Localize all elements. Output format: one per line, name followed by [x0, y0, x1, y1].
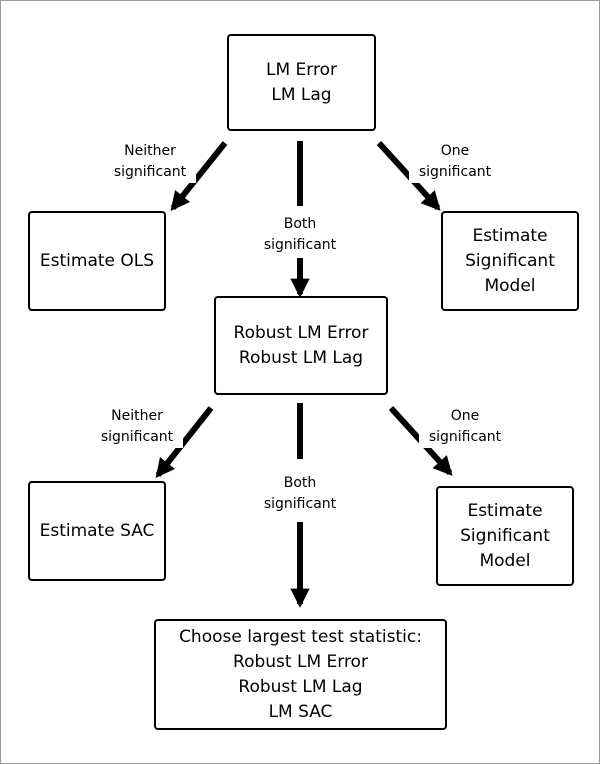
edge-label-start-one: One significant — [409, 141, 501, 183]
choose-statistic-line-3: Robust LM Lag — [238, 676, 363, 697]
robust-tests-line-1: Robust LM Error — [233, 322, 369, 343]
significant-model-1-line-3: Model — [484, 275, 536, 296]
choose-statistic-box: Choose largest test statistic: Robust LM… — [154, 619, 447, 730]
edge-label-text: significant — [100, 429, 174, 445]
edge-label-start-both: Both significant — [252, 214, 348, 256]
edge-label-text: significant — [263, 237, 337, 253]
edge-label-text: Neither — [111, 408, 163, 424]
choose-statistic-line-2: Robust LM Error — [233, 651, 368, 672]
lm-tests-line-1: LM Error — [266, 59, 337, 80]
edge-label-text: significant — [428, 429, 502, 445]
significant-model-box-2: Estimate Significant Model — [436, 486, 574, 586]
edge-label-text: One — [440, 143, 470, 159]
edge-label-text: Neither — [124, 143, 176, 159]
significant-model-1-line-1: Estimate — [472, 225, 548, 246]
edge-label-text: One — [450, 408, 480, 424]
robust-tests-line-2: Robust LM Lag — [238, 347, 364, 368]
edge-label-robust-neither: Neither significant — [91, 406, 183, 448]
estimate-sac-box: Estimate SAC — [28, 481, 166, 581]
significant-model-2-line-1: Estimate — [467, 500, 543, 521]
edge-label-text: significant — [418, 164, 492, 180]
estimate-sac-label: Estimate SAC — [39, 520, 155, 541]
lm-tests-line-2: LM Lag — [271, 84, 332, 105]
significant-model-1-line-2: Significant — [465, 250, 555, 271]
significant-model-2-line-3: Model — [479, 550, 531, 571]
significant-model-2-line-2: Significant — [460, 525, 550, 546]
arrow-robust-to-sac — [155, 406, 214, 479]
lm-tests-box: LM Error LM Lag — [227, 34, 376, 131]
edge-label-text: significant — [113, 164, 187, 180]
arrow-start-to-ols — [170, 141, 228, 211]
edge-label-robust-both: Both significant — [252, 473, 348, 515]
significant-model-box-1: Estimate Significant Model — [441, 211, 579, 311]
edge-label-robust-one: One significant — [419, 406, 511, 448]
edge-label-text: significant — [263, 496, 337, 512]
robust-tests-box: Robust LM Error Robust LM Lag — [214, 296, 388, 395]
choose-statistic-line-4: LM SAC — [268, 701, 333, 722]
estimate-ols-label: Estimate OLS — [39, 250, 155, 271]
choose-statistic-line-1: Choose largest test statistic: — [179, 626, 422, 647]
edge-label-start-neither: Neither significant — [104, 141, 196, 183]
estimate-ols-box: Estimate OLS — [28, 211, 166, 311]
arrow-start-to-significant-model — [376, 140, 441, 211]
edge-label-text: Both — [283, 216, 317, 232]
edge-label-text: Both — [283, 475, 317, 491]
